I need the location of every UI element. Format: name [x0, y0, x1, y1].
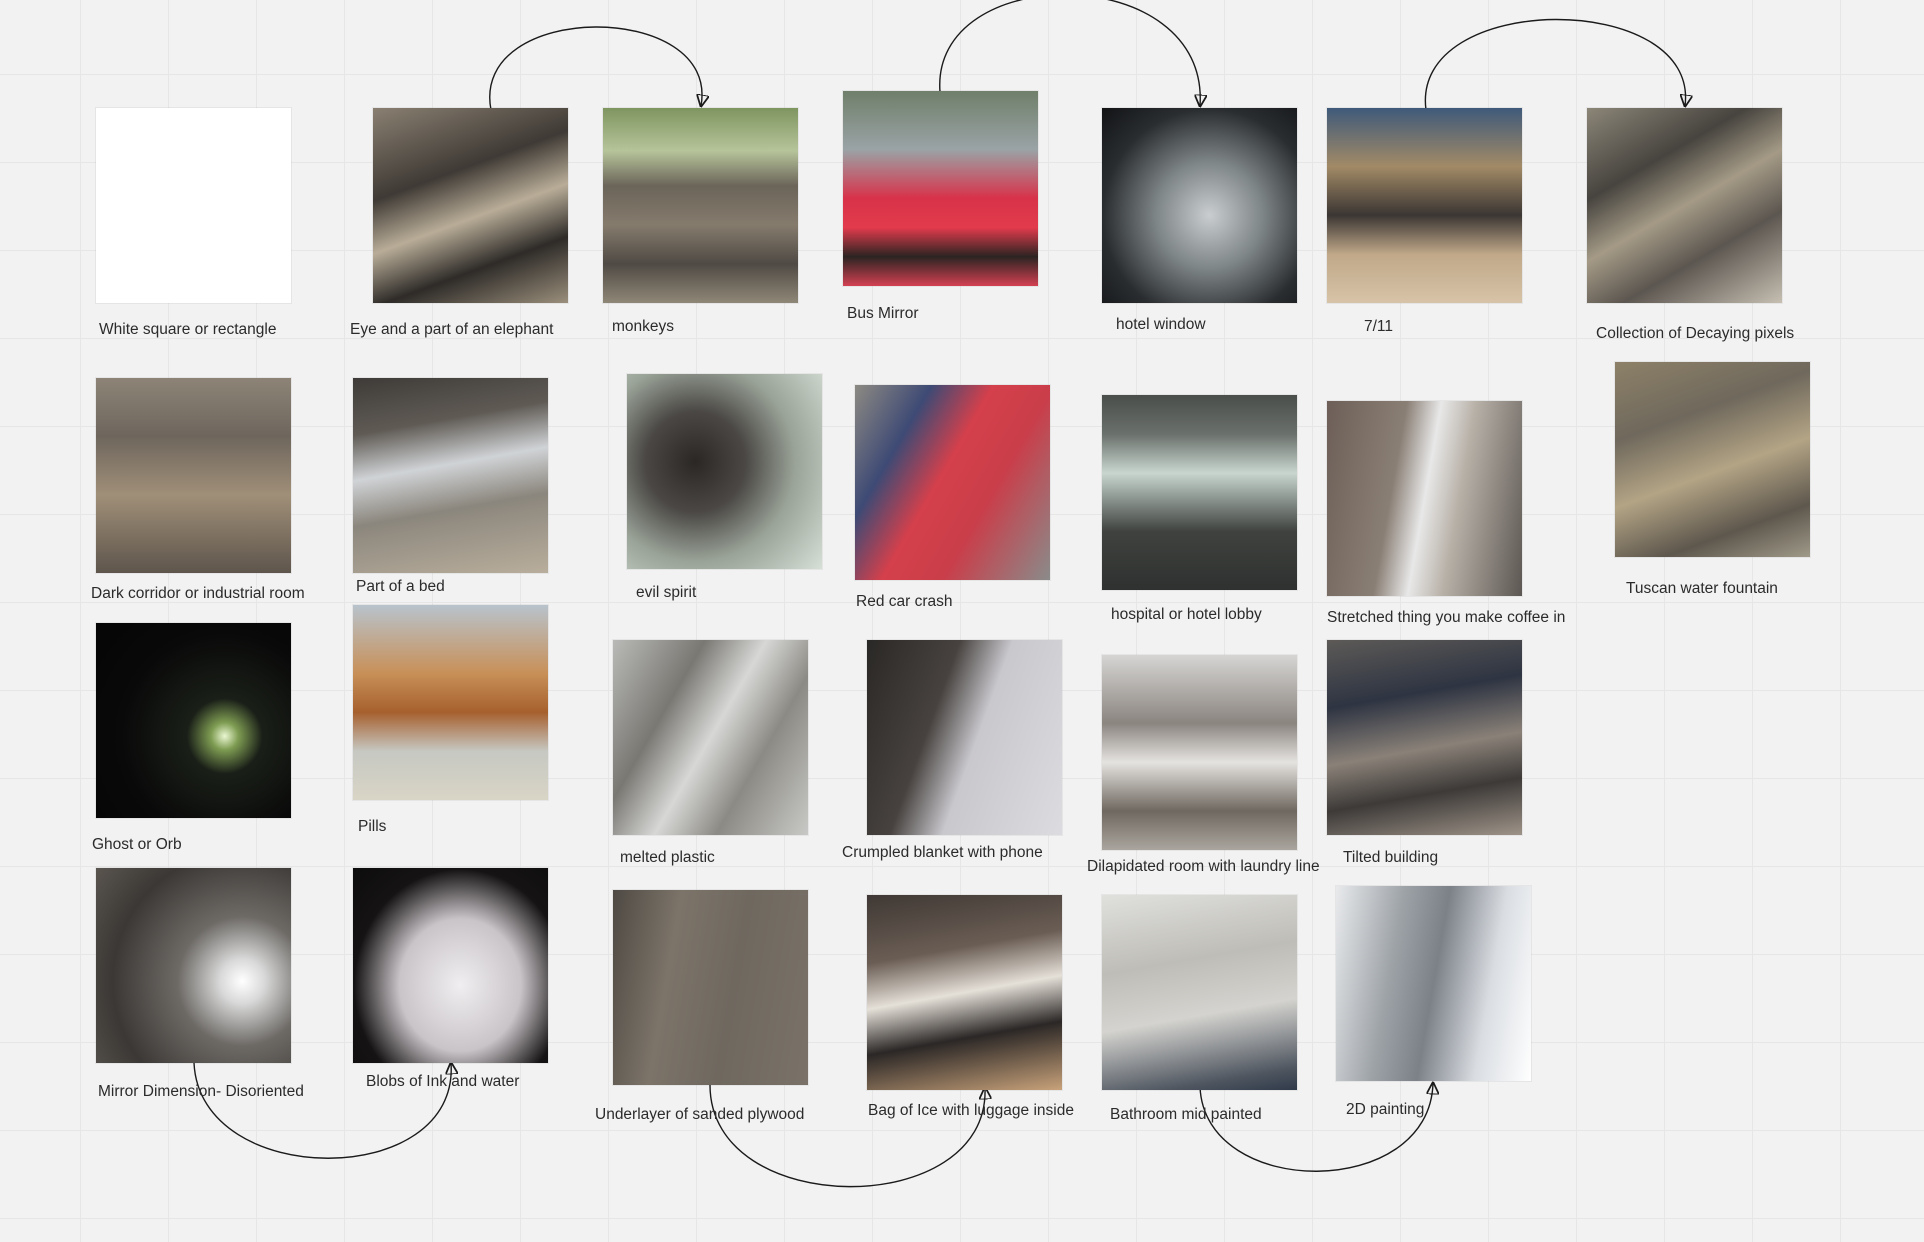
- image-card-red-car-crash[interactable]: [855, 385, 1050, 580]
- image-card-decaying-pixels[interactable]: [1587, 108, 1782, 303]
- connector-arrow[interactable]: [709, 1084, 985, 1188]
- image-card-monkeys[interactable]: [603, 108, 798, 303]
- connector-arrow[interactable]: [1199, 1083, 1433, 1172]
- card-label: Ghost or Orb: [92, 836, 182, 853]
- image-card-melted-plastic[interactable]: [613, 640, 808, 835]
- card-label: 7/11: [1364, 318, 1394, 335]
- image-card-evil-spirit[interactable]: [627, 374, 822, 569]
- image-card-hotel-window[interactable]: [1102, 108, 1297, 303]
- card-label: hospital or hotel lobby: [1111, 606, 1262, 623]
- image-card-bathroom[interactable]: [1102, 895, 1297, 1090]
- image-card-elephant-eye[interactable]: [373, 108, 568, 303]
- card-label: hotel window: [1116, 316, 1206, 333]
- image-card-part-of-bed[interactable]: [353, 378, 548, 573]
- image-card-ghost-orb[interactable]: [96, 623, 291, 818]
- image-card-crumpled-blanket[interactable]: [867, 640, 1062, 835]
- card-label: Bathroom mid painted: [1110, 1106, 1262, 1123]
- card-label: 2D painting: [1346, 1101, 1425, 1118]
- image-card-7-11[interactable]: [1327, 108, 1522, 303]
- image-card-bag-of-ice[interactable]: [867, 895, 1062, 1090]
- card-label: Dark corridor or industrial room: [91, 585, 305, 602]
- card-label: White square or rectangle: [99, 321, 277, 338]
- card-label: Blobs of Ink and water: [366, 1073, 520, 1090]
- card-label: Collection of Decaying pixels: [1596, 325, 1795, 342]
- connector-arrow[interactable]: [489, 26, 702, 111]
- card-label: Part of a bed: [356, 578, 445, 595]
- card-label: Red car crash: [856, 593, 953, 610]
- image-card-tuscan-fountain[interactable]: [1615, 362, 1810, 557]
- card-label: melted plastic: [620, 849, 715, 866]
- card-label: Stretched thing you make coffee in: [1327, 609, 1566, 626]
- image-card-pills[interactable]: [353, 605, 548, 800]
- image-card-2d-painting[interactable]: [1336, 886, 1531, 1081]
- card-label: Crumpled blanket with phone: [842, 844, 1043, 861]
- image-card-dark-corridor[interactable]: [96, 378, 291, 573]
- card-label: Tilted building: [1343, 849, 1439, 866]
- card-label: Pills: [358, 818, 387, 835]
- card-label: Bag of Ice with luggage inside: [868, 1102, 1074, 1119]
- card-label: Underlayer of sanded plywood: [595, 1106, 805, 1123]
- image-card-tilted-building[interactable]: [1327, 640, 1522, 835]
- image-card-dilapidated-room[interactable]: [1102, 655, 1297, 850]
- card-label: Tuscan water fountain: [1626, 580, 1778, 597]
- image-card-bus-mirror[interactable]: [843, 91, 1038, 286]
- image-card-sanded-plywood[interactable]: [613, 890, 808, 1085]
- card-label: monkeys: [612, 318, 675, 335]
- image-card-white-square[interactable]: [96, 108, 291, 303]
- card-label: evil spirit: [636, 584, 697, 601]
- image-card-mirror-dimension[interactable]: [96, 868, 291, 1063]
- connector-arrow[interactable]: [1424, 18, 1685, 111]
- card-label: Bus Mirror: [847, 305, 919, 322]
- card-label: Dilapidated room with laundry line: [1087, 858, 1320, 875]
- image-card-hospital-lobby[interactable]: [1102, 395, 1297, 590]
- image-card-ink-blobs[interactable]: [353, 868, 548, 1063]
- card-label: Eye and a part of an elephant: [350, 321, 554, 338]
- card-label: Mirror Dimension- Disoriented: [98, 1083, 304, 1100]
- image-card-coffee-maker[interactable]: [1327, 401, 1522, 596]
